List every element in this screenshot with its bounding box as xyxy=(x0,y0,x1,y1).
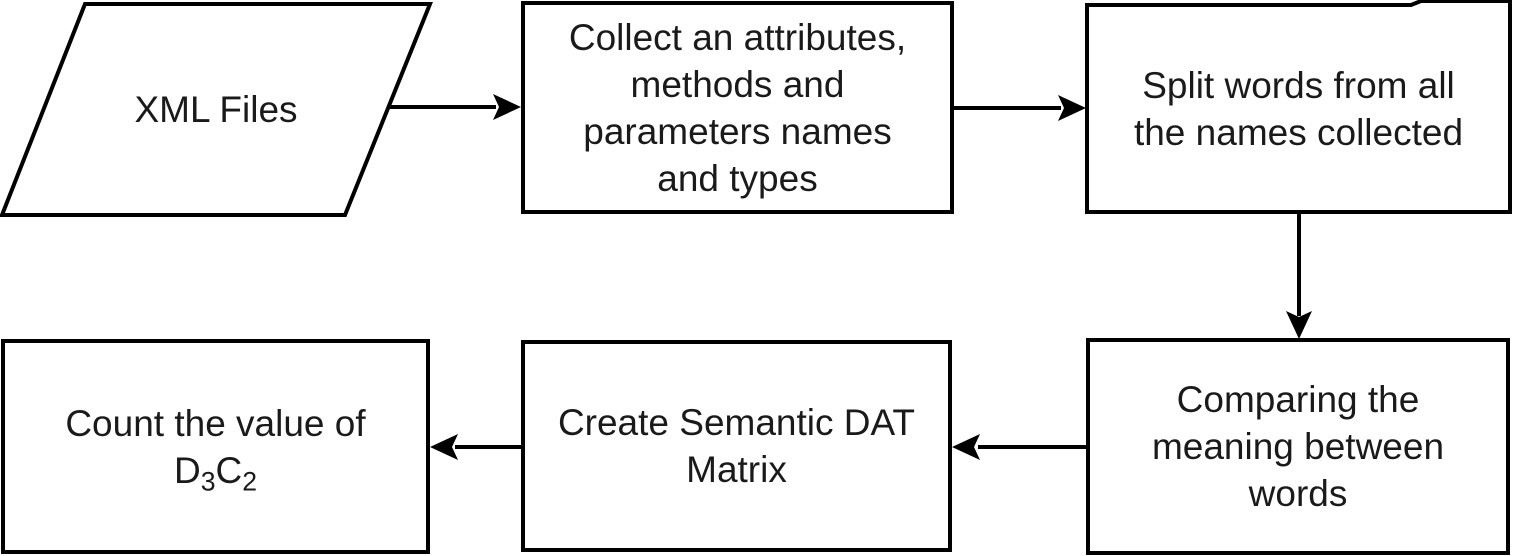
arrow-comparing-to-create xyxy=(952,434,1088,460)
arrow-collect-to-split xyxy=(952,95,1086,121)
comparing-shape xyxy=(1086,338,1510,555)
count-shape xyxy=(1,339,430,554)
arrow-create-to-count xyxy=(430,434,523,460)
split-shape xyxy=(1085,0,1512,214)
arrow-xml-to-collect xyxy=(388,94,521,120)
xml-files-shape xyxy=(0,2,433,217)
collect-shape xyxy=(521,1,954,214)
create-matrix-shape xyxy=(521,340,952,552)
arrow-split-to-comparing xyxy=(1286,212,1312,339)
